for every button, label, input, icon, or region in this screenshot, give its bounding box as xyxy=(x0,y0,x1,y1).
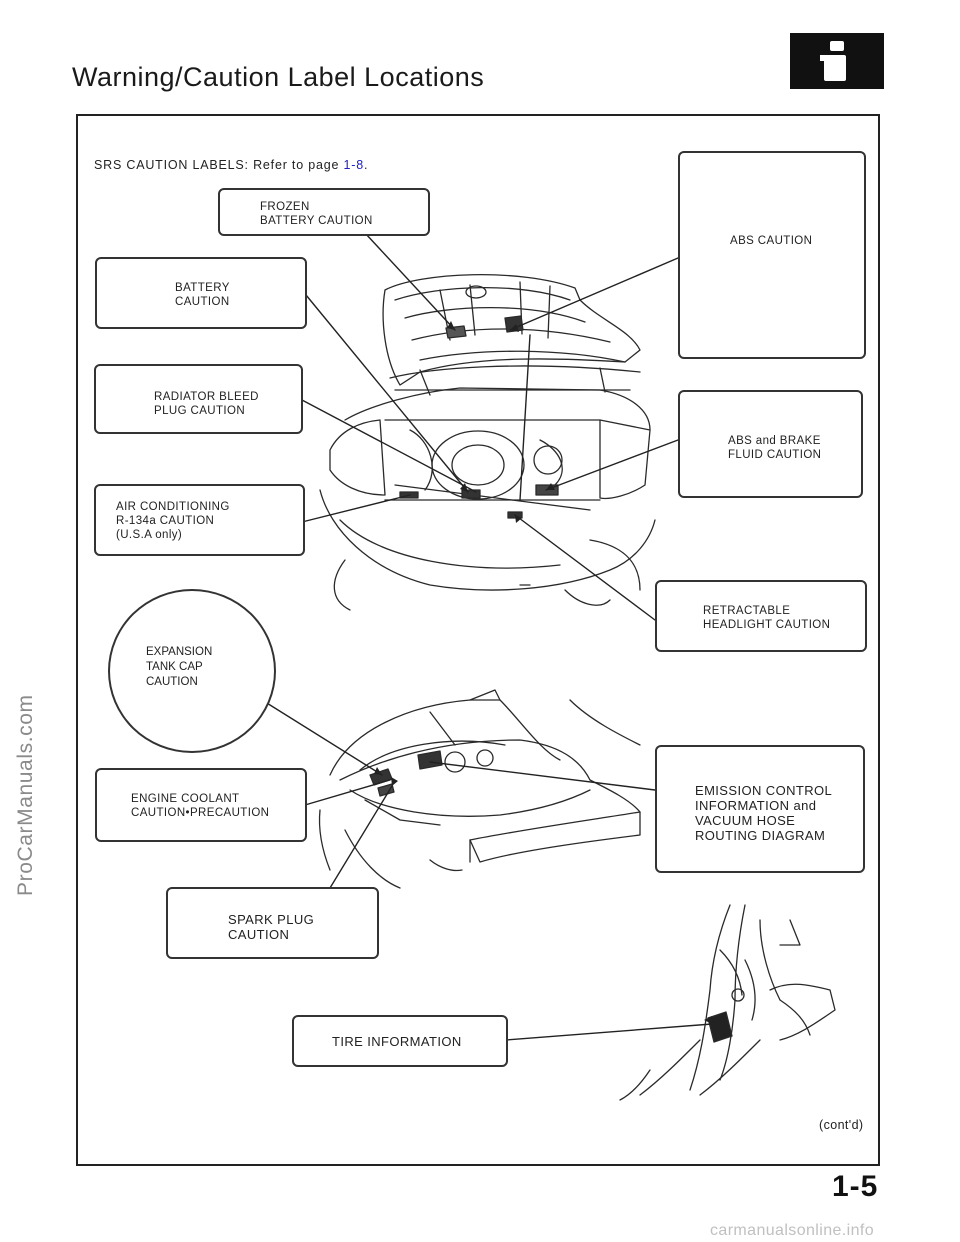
radiator-bleed-plug-caution-label: RADIATOR BLEED PLUG CAUTION xyxy=(94,364,303,434)
page-title: Warning/Caution Label Locations xyxy=(72,62,485,92)
tire-information-label: TIRE INFORMATION xyxy=(292,1015,508,1067)
side-watermark: ProCarManuals.com xyxy=(14,694,37,896)
emission-control-information-label: EMISSION CONTROL INFORMATION and VACUUM … xyxy=(655,745,865,873)
abs-caution-label: ABS CAUTION xyxy=(678,151,866,359)
battery-caution-label: BATTERY CAUTION xyxy=(95,257,307,329)
retractable-headlight-caution-label: RETRACTABLE HEADLIGHT CAUTION xyxy=(655,580,867,652)
srs-page-link[interactable]: 1-8 xyxy=(343,158,364,172)
leader-lines xyxy=(261,232,713,1041)
page-number: 1-5 xyxy=(832,1170,879,1203)
diagram-frame xyxy=(76,114,880,1166)
bottom-watermark: carmanualsonline.info xyxy=(710,1222,875,1239)
door-jamb-drawing xyxy=(619,904,836,1101)
frozen-battery-caution-label: FROZEN BATTERY CAUTION xyxy=(218,188,430,236)
info-icon xyxy=(790,33,884,89)
front-hood-drawing xyxy=(382,274,641,396)
srs-note: SRS CAUTION LABELS: Refer to page 1-8. xyxy=(94,158,369,172)
front-body-drawing xyxy=(319,387,656,611)
air-conditioning-caution-label: AIR CONDITIONING R-134a CAUTION (U.S.A o… xyxy=(94,484,305,556)
engine-coolant-caution-label: ENGINE COOLANT CAUTION•PRECAUTION xyxy=(95,768,307,842)
abs-brake-fluid-caution-label: ABS and BRAKE FLUID CAUTION xyxy=(678,390,863,498)
expansion-tank-cap-caution-label: EXPANSION TANK CAP CAUTION xyxy=(108,589,276,753)
continued-note: (cont'd) xyxy=(819,1118,864,1132)
arrowheads xyxy=(374,321,712,1024)
rear-engine-drawing xyxy=(318,689,641,889)
spark-plug-caution-label: SPARK PLUG CAUTION xyxy=(166,887,379,959)
